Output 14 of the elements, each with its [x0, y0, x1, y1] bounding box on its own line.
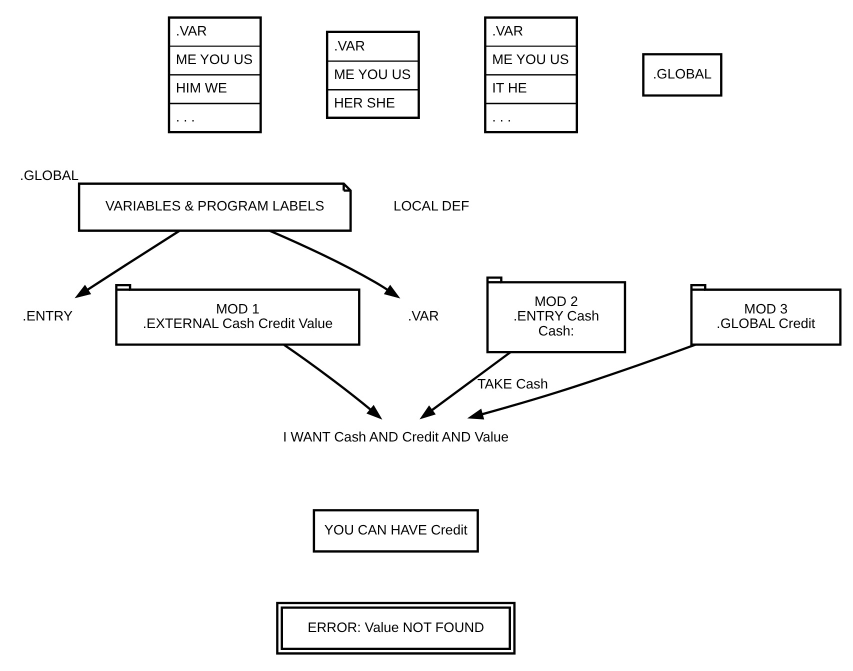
arrow [269, 230, 400, 298]
arrow [284, 344, 382, 420]
label: LOCAL DEF [393, 198, 470, 214]
arrow [74, 230, 180, 298]
edge-label: TAKE Cash [477, 376, 548, 392]
node-label: .GLOBAL [20, 168, 79, 183]
node-box: ERROR: Value NOT FOUND [276, 602, 516, 655]
node-text: I WANT Cash AND Credit AND Value [283, 430, 509, 445]
node-text: .VAR [408, 308, 439, 324]
arrow [467, 344, 696, 420]
arrow [420, 351, 511, 420]
node-box: .GLOBAL [642, 53, 722, 97]
node-text: .ENTRY [22, 308, 73, 324]
node-box: YOU CAN HAVE Credit [312, 509, 479, 553]
